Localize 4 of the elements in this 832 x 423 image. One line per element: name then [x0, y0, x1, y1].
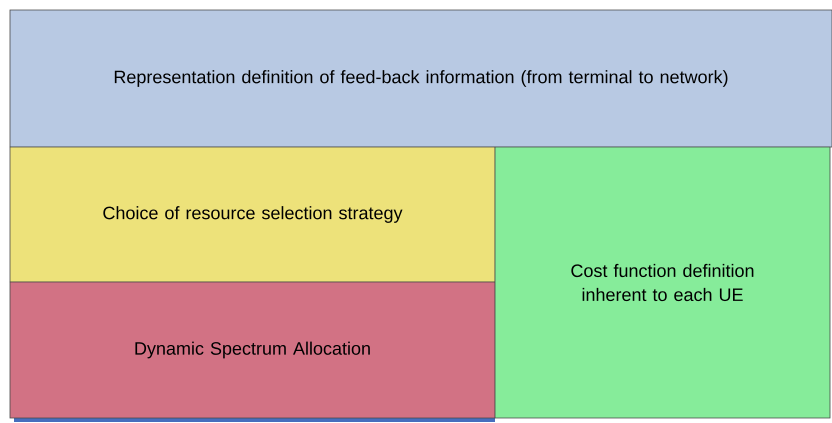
- cost-function-box: Cost function definition inherent to each UE: [494, 146, 830, 418]
- allocation-box: Dynamic Spectrum Allocation: [10, 282, 496, 418]
- header-band: Representation definition of feed-back information (from terminal to network): [10, 10, 832, 148]
- strategy-box: Choice of resource selection strategy: [10, 146, 496, 282]
